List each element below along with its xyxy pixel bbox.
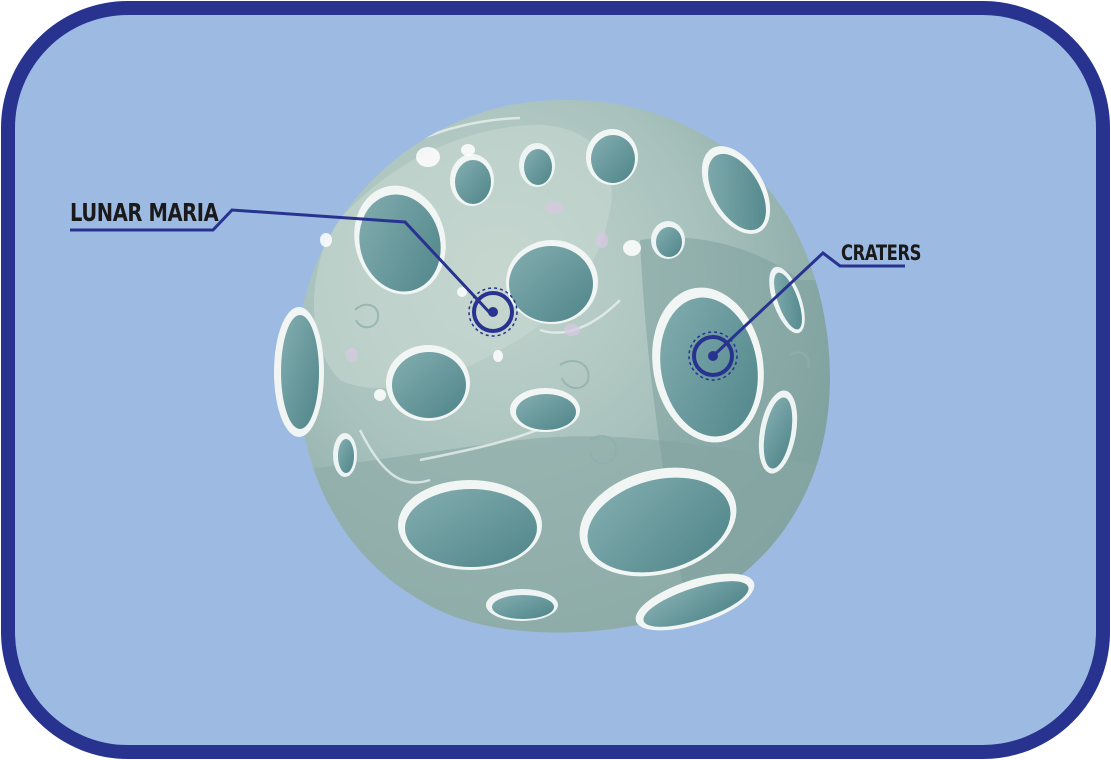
lunar-maria-label: LUNAR MARIA [70, 198, 219, 227]
craters-marker [692, 335, 734, 377]
lunar-maria-callout [70, 208, 518, 337]
lunar-maria-leader-line [70, 208, 492, 315]
craters-leader-line [711, 251, 905, 358]
craters-label: CRATERS [841, 241, 922, 265]
craters-group [274, 129, 805, 631]
lunar-maria-marker [472, 291, 514, 333]
craters-callout [688, 251, 905, 381]
